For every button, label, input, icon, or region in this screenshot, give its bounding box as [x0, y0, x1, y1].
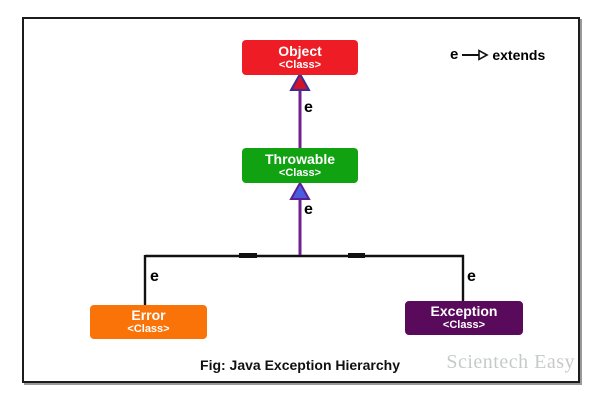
legend-symbol: e	[450, 46, 459, 63]
edge-label-junction-throwable: e	[304, 201, 313, 218]
node-object: Object <Class>	[242, 40, 358, 75]
node-exception: Exception <Class>	[405, 301, 523, 335]
legend-label: extends	[492, 46, 546, 63]
node-throwable-title: Throwable	[264, 150, 335, 167]
node-error: Error <Class>	[90, 305, 207, 339]
node-error-subtitle: <Class>	[127, 323, 170, 336]
node-error-title: Error	[131, 307, 166, 324]
node-throwable-subtitle: <Class>	[278, 166, 322, 179]
figure-caption: Fig: Java Exception Hierarchy	[200, 357, 400, 373]
watermark: Scientech Easy	[446, 351, 575, 373]
edge-label-throwable-object: e	[304, 99, 313, 116]
edge-label-exception-branch: e	[467, 268, 476, 285]
edge-label-error-branch: e	[150, 268, 159, 285]
node-exception-subtitle: <Class>	[442, 319, 486, 332]
node-throwable: Throwable <Class>	[242, 148, 358, 183]
extends-arrow-icon	[462, 48, 490, 61]
node-exception-title: Exception	[430, 303, 498, 320]
node-object-title: Object	[278, 42, 322, 59]
node-object-subtitle: <Class>	[278, 58, 322, 71]
legend: e extends	[450, 47, 545, 62]
